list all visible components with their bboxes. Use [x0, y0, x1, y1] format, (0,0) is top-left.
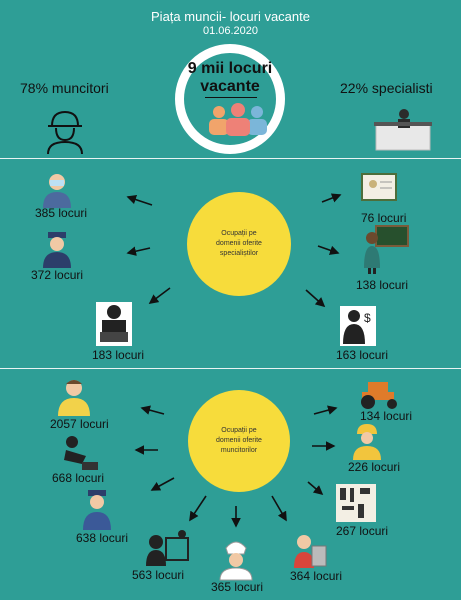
worker-count-technician: 2057 locuri [50, 417, 109, 431]
page-date: 01.06.2020 [202, 25, 259, 37]
it-operator-icon [146, 530, 189, 566]
section-divider-top [0, 158, 461, 159]
worker-count-tractor: 134 locuri [360, 409, 413, 423]
specialist-count-teacher: 138 locuri [356, 278, 409, 292]
svg-text:$: $ [364, 311, 371, 325]
worker-count-cashier: 364 locuri [290, 569, 343, 583]
center-label-line2: vacante [200, 78, 260, 95]
specialists-label-line2: domenii oferite [216, 240, 262, 247]
worker-count-tools: 267 locuri [336, 524, 389, 538]
office-desk-icon [374, 109, 432, 151]
cashier-icon [294, 535, 327, 568]
cook-icon [219, 541, 253, 581]
tools-icon [336, 484, 376, 522]
tractor-icon [361, 382, 397, 409]
teacher-icon [364, 225, 409, 274]
workers-arrows [134, 405, 338, 528]
specialists-label-line3: specialiștilor [219, 250, 259, 257]
specialist-count-police: 372 locuri [31, 268, 84, 282]
specialist-count-engineer: 183 locuri [92, 348, 145, 362]
designer-board-icon [361, 173, 397, 201]
worker-count-cook: 365 locuri [211, 580, 264, 594]
specialist-count-doctor: 385 locuri [35, 206, 88, 220]
workers-sun: Ocupații pe domenii oferite muncitorilor [188, 390, 290, 492]
worker-count-construction: 226 locuri [348, 460, 401, 474]
mechanic-icon [64, 436, 98, 470]
workers-label-line1: Ocupații pe [221, 427, 257, 434]
workers-percentage: 78% muncitori [20, 80, 109, 96]
people-group-icon [209, 103, 267, 136]
center-label-line1: 9 mii locuri [187, 60, 273, 77]
technician-icon [58, 380, 90, 416]
specialists-percentage: 22% specialisti [340, 80, 433, 96]
worker-count-security: 638 locuri [76, 531, 129, 545]
construction-worker-icon [353, 424, 381, 460]
specialists-label-line1: Ocupații pe [221, 230, 257, 237]
specialists-sun: Ocupații pe domenii oferite specialiștil… [187, 192, 291, 296]
worker-count-mechanic: 668 locuri [52, 471, 105, 485]
page-title: Piața muncii- locuri vacante [151, 9, 310, 24]
center-ring [175, 44, 285, 154]
workers-label-line3: muncitorilor [220, 447, 258, 454]
center-underline [205, 97, 257, 98]
worker-count-it: 563 locuri [132, 568, 185, 582]
engineer-laptop-icon [96, 302, 132, 346]
specialists-arrows [126, 193, 342, 308]
specialist-count-designer: 76 locuri [361, 211, 407, 225]
specialist-count-finance: 163 locuri [336, 348, 389, 362]
police-officer-icon [43, 232, 71, 268]
security-guard-icon [83, 490, 111, 530]
worker-helmet-icon [47, 110, 83, 155]
workers-label-line2: domenii oferite [216, 437, 262, 444]
section-divider-bottom [0, 368, 461, 369]
doctor-icon [43, 174, 71, 208]
finance-manager-icon: $ [340, 306, 376, 346]
